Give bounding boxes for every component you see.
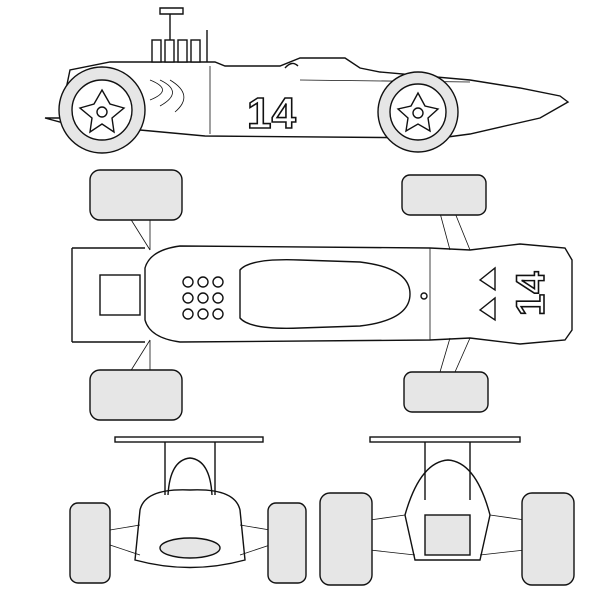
- rear-wheel-side: [58, 66, 146, 154]
- cockpit-opening: [239, 259, 411, 329]
- front-view: [69, 436, 307, 584]
- engine-intakes: [182, 276, 224, 320]
- filler-cap: [420, 292, 428, 300]
- front-left-tire: [69, 502, 111, 584]
- rear-view-wing: [369, 436, 521, 443]
- engine-rear: [404, 459, 491, 561]
- gearbox: [99, 274, 141, 316]
- nose-vents: [478, 266, 496, 322]
- front-right-tire-top: [403, 371, 489, 413]
- front-body: [134, 489, 246, 569]
- radiator-grille: [159, 537, 221, 559]
- top-number: 14: [509, 271, 553, 316]
- rear-wing-strut: [159, 7, 184, 40]
- suspension-arms: [129, 212, 471, 373]
- rear-left-tire: [319, 492, 373, 586]
- front-suspension: [109, 524, 271, 556]
- rear-left-tire-top: [89, 169, 183, 221]
- top-view: 14: [71, 169, 573, 421]
- side-view: 14: [44, 7, 570, 154]
- front-right-tire: [267, 502, 307, 584]
- roll-hoop: [167, 457, 213, 496]
- gearbox-rear: [424, 514, 471, 556]
- windscreen: [284, 62, 299, 69]
- top-body: [144, 243, 573, 345]
- side-number: 14: [247, 89, 296, 138]
- rear-suspension: [369, 514, 526, 556]
- rear-right-tire: [521, 492, 575, 586]
- rear-right-tire-top: [89, 369, 183, 421]
- rear-view: [319, 436, 575, 586]
- exhaust-pipes: [149, 79, 185, 113]
- front-view-wing: [114, 436, 264, 443]
- front-left-tire-top: [401, 174, 487, 216]
- intake-trumpets: [151, 30, 208, 63]
- front-wheel-side: [377, 71, 459, 153]
